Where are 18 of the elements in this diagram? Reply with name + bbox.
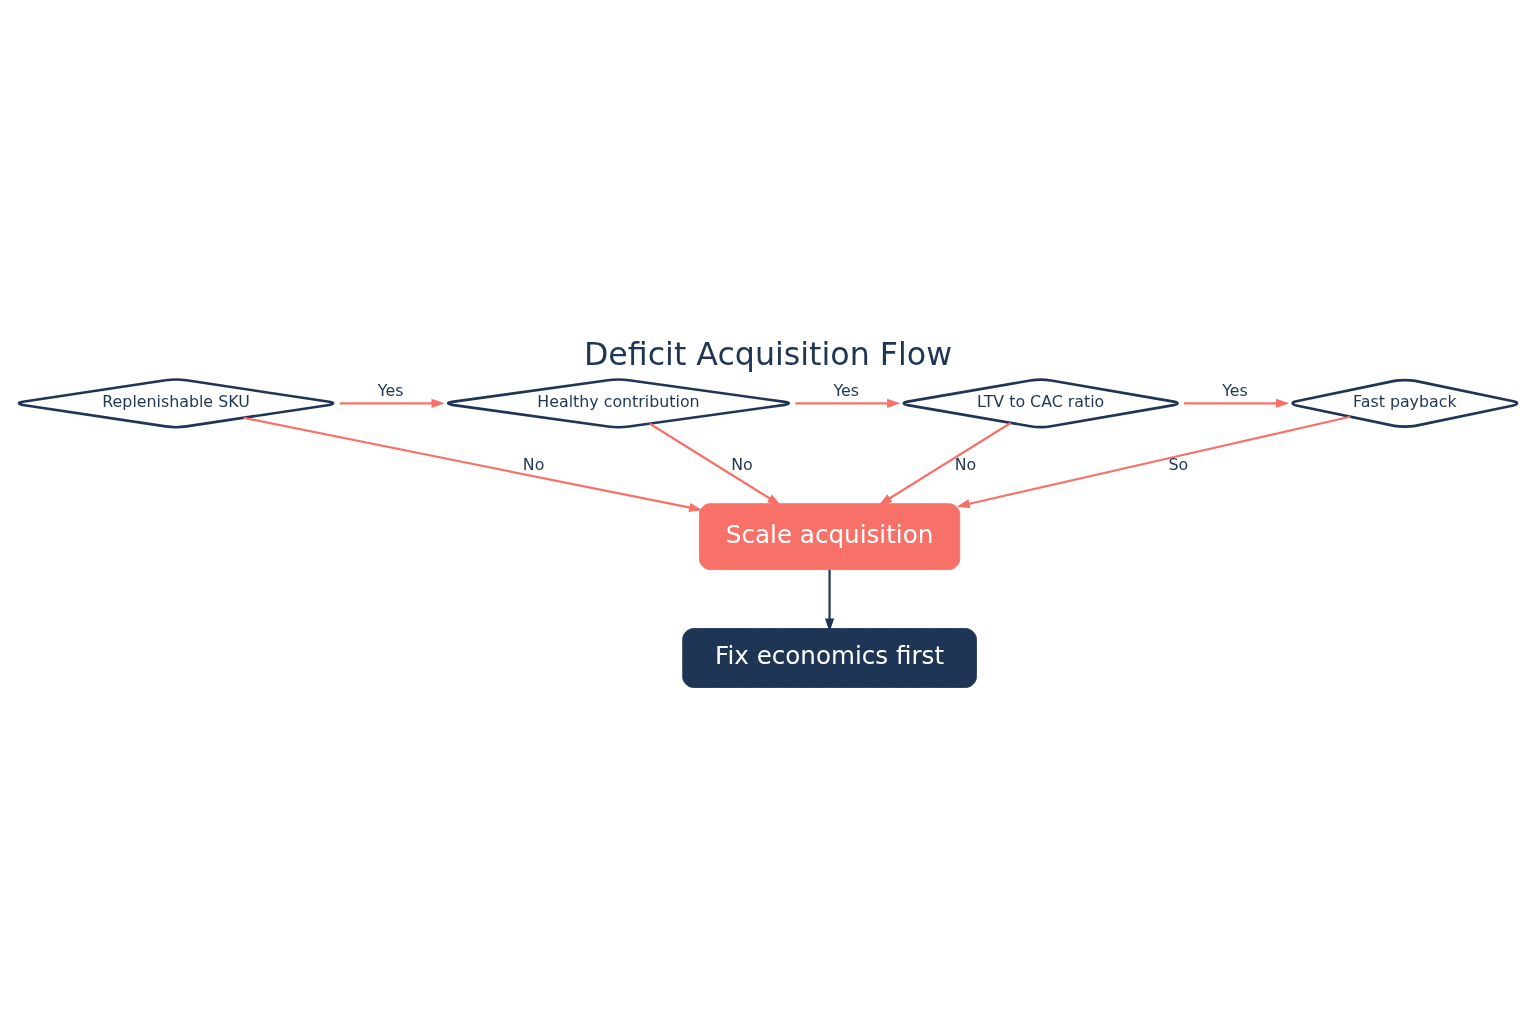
diagram-title: Deficit Acquisition Flow [583, 336, 953, 373]
edge-label: Yes [833, 380, 860, 400]
edge-label: No [522, 454, 545, 474]
edge-label: Yes [1222, 380, 1248, 400]
edge-label: No [954, 454, 977, 474]
node-box: Scale acquisition [698, 503, 961, 571]
arrow [1184, 398, 1290, 408]
arrow [956, 415, 1351, 509]
arrow [243, 416, 703, 513]
edge-label: So [1168, 454, 1189, 474]
arrow [878, 422, 1012, 506]
arrow [824, 569, 835, 632]
arrow [795, 398, 901, 408]
arrow [649, 422, 781, 506]
edge-label: Yes [377, 380, 404, 400]
node-box: Fix economics first [682, 628, 977, 688]
arrow [339, 398, 445, 408]
edge-label: No [731, 454, 753, 474]
